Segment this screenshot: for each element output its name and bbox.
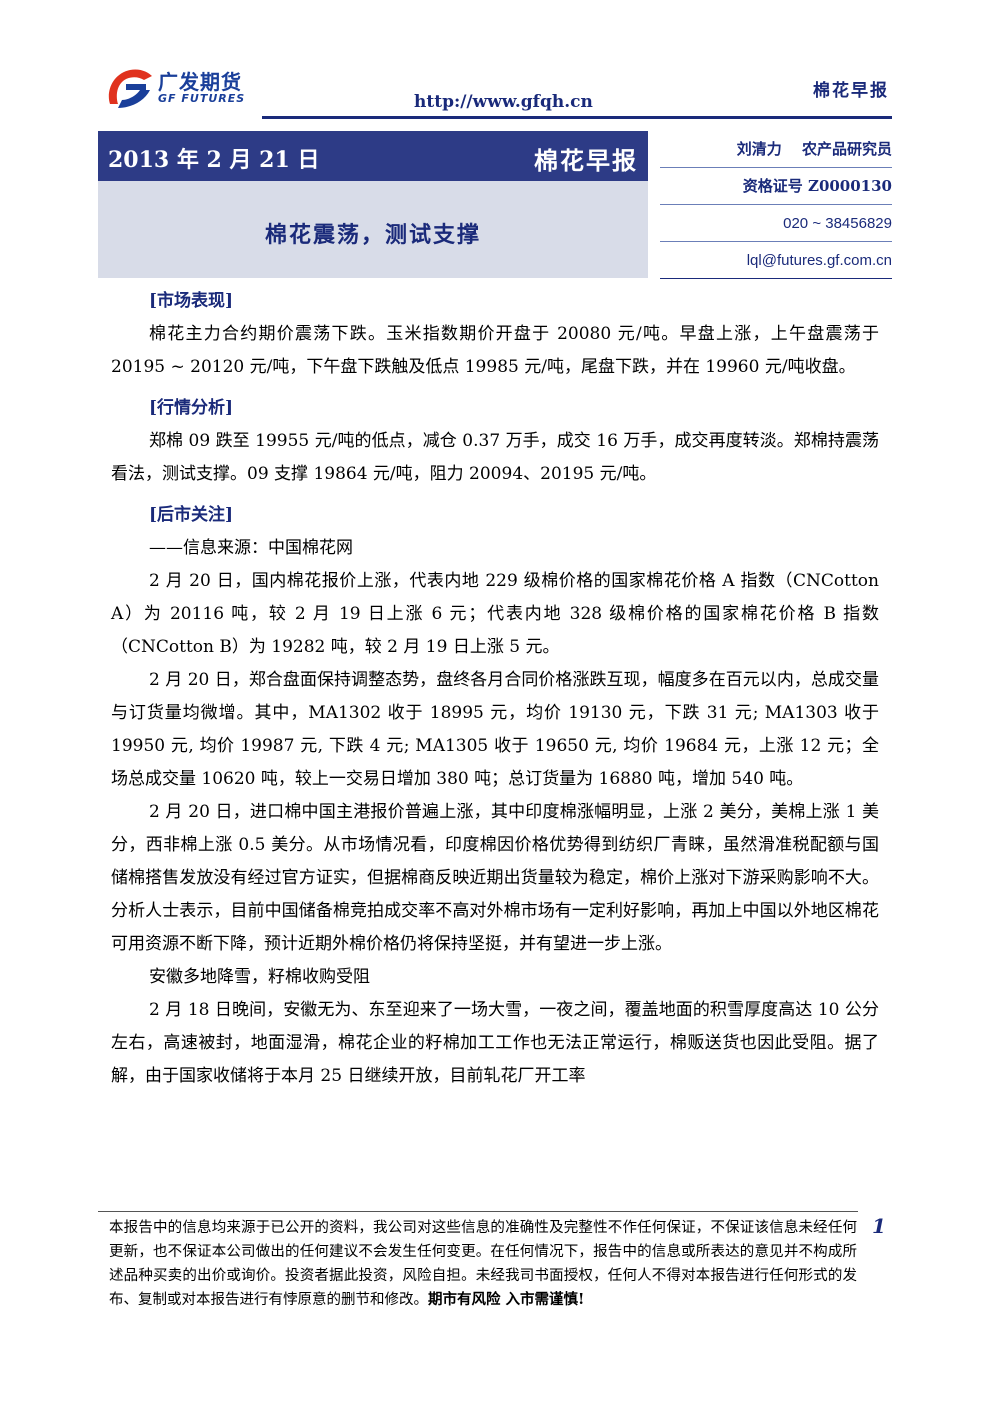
section-heading-outlook: [后市关注] xyxy=(149,505,234,525)
report-headline: 棉花震荡，测试支撑 xyxy=(264,222,481,248)
outlook-paragraph: 2 月 20 日，郑合盘面保持调整态势，盘终各月合同价格涨跌互现，幅度多在百元以… xyxy=(111,670,879,789)
disclaimer: 本报告中的信息均来源于已公开的资料，我公司对这些信息的准确性及完整性不作任何保证… xyxy=(109,1216,857,1312)
outlook-subheading: 安徽多地降雪，籽棉收购受阻 xyxy=(149,967,370,987)
disclaimer-text: 本报告中的信息均来源于已公开的资料，我公司对这些信息的准确性及完整性不作任何保证… xyxy=(109,1220,857,1308)
headline-box: 棉花震荡，测试支撑 xyxy=(98,181,648,278)
report-date: 2013 年 2 月 21 日 xyxy=(108,147,320,173)
website-link[interactable]: http://www.gfqh.cn xyxy=(414,92,593,112)
author-info: 刘清力 农产品研究员 资格证号 Z0000130 020 ~ 38456829 … xyxy=(660,131,892,279)
author-phone: 020 ~ 38456829 xyxy=(660,205,892,242)
footer-divider xyxy=(98,1211,858,1212)
gf-futures-logo: 广发期货 GF FUTURES xyxy=(104,64,264,112)
title-banner: 2013 年 2 月 21 日 棉花早报 xyxy=(98,131,648,181)
outlook-paragraph: 2 月 20 日，进口棉中国主港报价普遍上涨，其中印度棉涨幅明显，上涨 2 美分… xyxy=(111,802,879,954)
logo-text-en: GF FUTURES xyxy=(158,92,246,105)
page-number: 1 xyxy=(872,1214,886,1238)
section-heading-market: [市场表现] xyxy=(149,291,234,311)
section-heading-analysis: [行情分析] xyxy=(149,398,234,418)
page-header: 广发期货 GF FUTURES http://www.gfqh.cn 棉花早报 xyxy=(0,0,992,125)
gf-logo-icon xyxy=(108,69,152,108)
header-report-name: 棉花早报 xyxy=(813,81,889,101)
market-paragraph: 棉花主力合约期价震荡下跌。玉米指数期价开盘于 20080 元/吨。早盘上涨，上午… xyxy=(111,324,879,377)
header-divider xyxy=(262,116,892,119)
outlook-paragraph: 2 月 20 日，国内棉花报价上涨，代表内地 229 级棉价格的国家棉花价格 A… xyxy=(111,571,879,657)
outlook-source: ——信息来源：中国棉花网 xyxy=(149,538,353,558)
author-name-title: 刘清力 农产品研究员 xyxy=(660,131,892,168)
banner-report-name: 棉花早报 xyxy=(534,146,638,175)
risk-warning: 期市有风险 入市需谨慎! xyxy=(428,1291,585,1308)
author-email[interactable]: lql@futures.gf.com.cn xyxy=(660,242,892,279)
author-certificate: 资格证号 Z0000130 xyxy=(660,168,892,205)
analysis-paragraph: 郑棉 09 跌至 19955 元/吨的低点，减仓 0.37 万手，成交 16 万… xyxy=(111,431,879,484)
outlook-paragraph: 2 月 18 日晚间，安徽无为、东至迎来了一场大雪，一夜之间，覆盖地面的积雪厚度… xyxy=(111,1000,879,1086)
report-body: [市场表现] 棉花主力合约期价震荡下跌。玉米指数期价开盘于 20080 元/吨。… xyxy=(111,283,879,1093)
logo-text-cn: 广发期货 xyxy=(158,70,242,94)
